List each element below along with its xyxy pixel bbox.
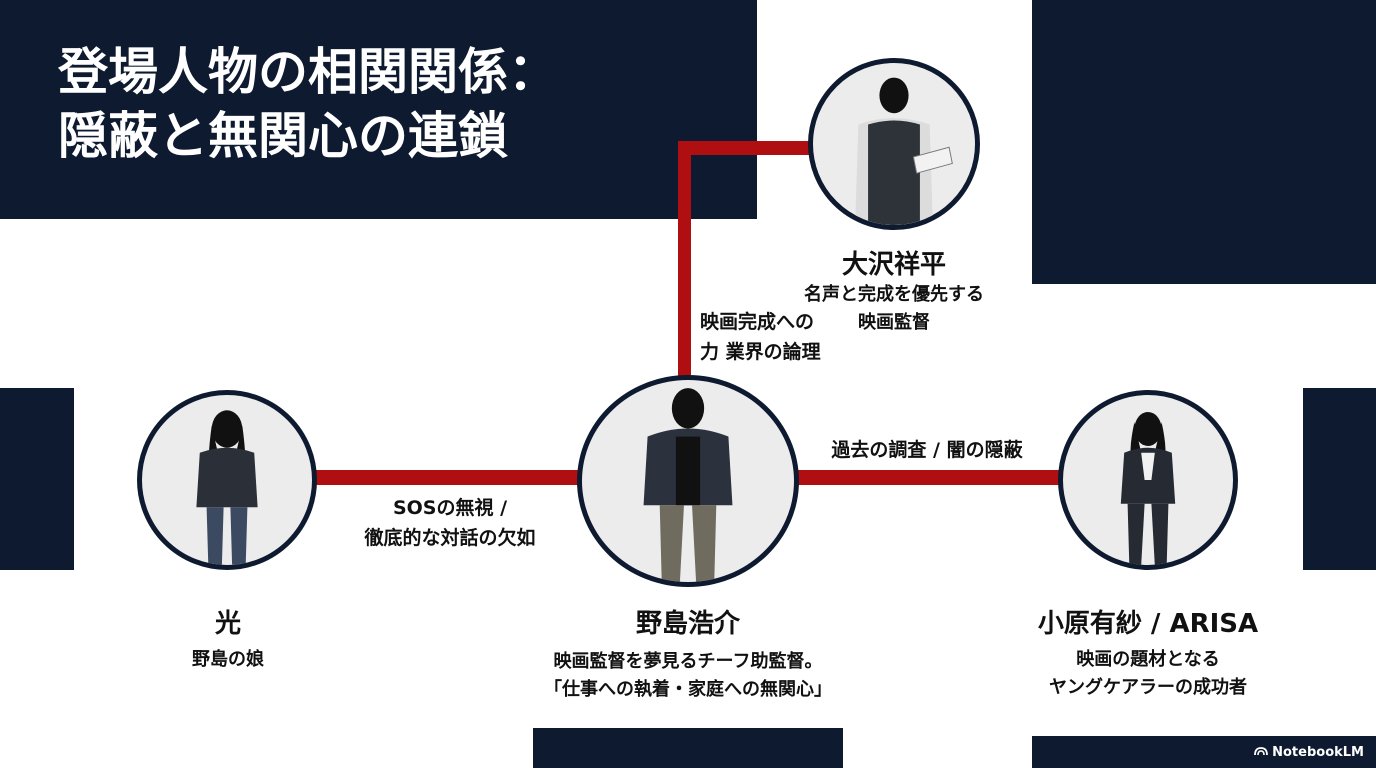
relation-hikari-nojima: SOSの無視 / 徹底的な対話の欠如 — [340, 493, 560, 553]
hikari-portrait — [137, 390, 317, 570]
ohara-portrait — [1058, 390, 1238, 570]
ohara-desc-line-1: 映画の題材となる — [1076, 649, 1220, 670]
brand-watermark: NotebookLM — [1254, 745, 1364, 760]
nojima-desc-line-2: 「仕事への執着・家庭への無関心」 — [544, 679, 832, 700]
relation-hikari-nojima-line-2: 徹底的な対話の欠如 — [364, 527, 536, 549]
nojima-silhouette-icon — [643, 388, 733, 582]
nojima-description: 映画監督を夢見るチーフ助監督。 「仕事への執着・家庭への無関心」 — [518, 648, 858, 704]
osawa-portrait — [808, 58, 980, 230]
hikari-description: 野島の娘 — [148, 646, 308, 674]
hikari-silhouette-icon — [196, 410, 258, 565]
page-title: 登場人物の相関関係： 隠蔽と無関心の連鎖 — [58, 40, 558, 168]
header-panel — [0, 0, 757, 219]
notebooklm-logo-icon — [1254, 745, 1269, 760]
left-side-panel — [0, 388, 74, 570]
osawa-name: 大沢祥平 — [841, 250, 946, 280]
relation-nojima-osawa-line-2: 力 業界の論理 — [700, 341, 821, 363]
title-line-1: 登場人物の相関関係： — [58, 42, 558, 101]
ohara-silhouette-icon — [1120, 412, 1176, 565]
connector-nojima-ohara — [790, 470, 1065, 485]
connector-hikari-nojima — [310, 470, 590, 485]
ohara-name: 小原有紗 / ARISA — [1037, 609, 1259, 639]
title-line-2: 隠蔽と無関心の連鎖 — [58, 106, 508, 165]
hikari-desc-line-1: 野島の娘 — [192, 649, 264, 670]
hikari-name: 光 — [214, 609, 241, 639]
relation-nojima-ohara-line-1: 過去の調査 / 闇の隠蔽 — [831, 439, 1023, 461]
top-right-panel — [1032, 0, 1376, 284]
relation-nojima-osawa: 映画完成への 力 業界の論理 — [700, 307, 840, 367]
bottom-right-panel — [1032, 736, 1376, 768]
nojima-name: 野島浩介 — [635, 609, 740, 639]
relation-nojima-ohara: 過去の調査 / 闇の隠蔽 — [812, 435, 1042, 465]
connector-nojima-osawa-vertical — [678, 141, 691, 381]
nojima-desc-line-1: 映画監督を夢見るチーフ助監督。 — [553, 651, 823, 672]
relation-hikari-nojima-line-1: SOSの無視 / — [392, 497, 508, 519]
connector-nojima-osawa-horizontal — [678, 141, 818, 155]
ohara-description: 映画の題材となる ヤングケアラーの成功者 — [1018, 646, 1278, 702]
nojima-portrait — [577, 375, 799, 587]
osawa-desc-line-1: 名声と完成を優先する — [804, 284, 984, 305]
relation-nojima-osawa-line-1: 映画完成への — [700, 311, 815, 333]
osawa-description: 名声と完成を優先する 映画監督 — [788, 281, 1000, 337]
right-side-panel — [1303, 388, 1376, 570]
osawa-silhouette-icon — [855, 77, 953, 225]
brand-label: NotebookLM — [1272, 745, 1364, 760]
osawa-desc-line-2: 映画監督 — [858, 312, 930, 333]
ohara-desc-line-2: ヤングケアラーの成功者 — [1049, 677, 1247, 698]
bottom-center-panel — [533, 728, 843, 768]
